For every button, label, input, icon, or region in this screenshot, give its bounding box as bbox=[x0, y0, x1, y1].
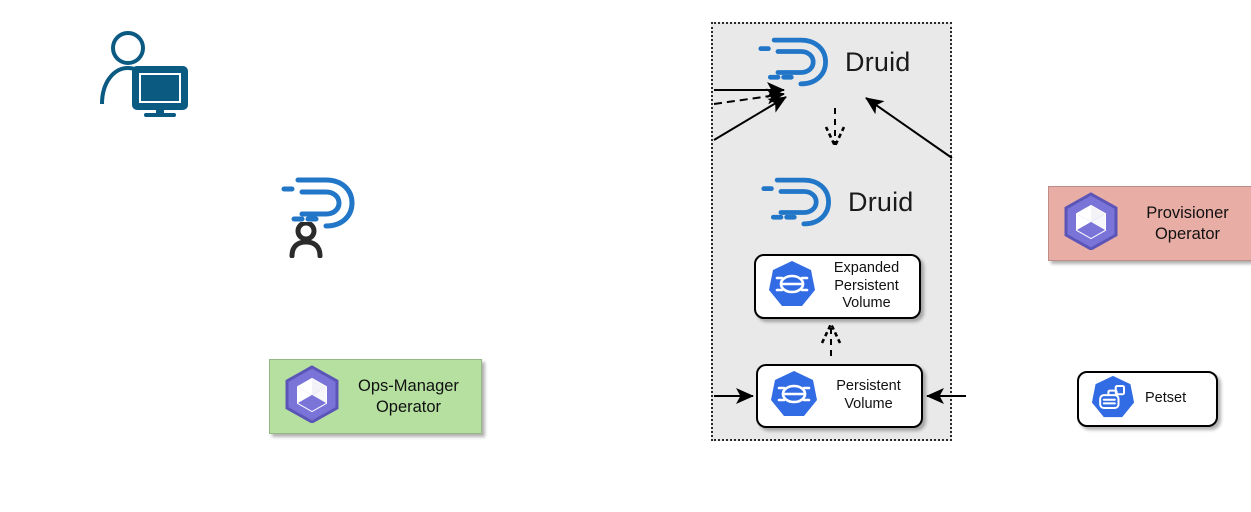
kubernetes-persistent-volume-icon bbox=[768, 260, 816, 313]
druid-logo-top: Druid bbox=[757, 32, 911, 92]
petset-box[interactable]: Petset bbox=[1077, 371, 1218, 427]
operator-cube-icon bbox=[1063, 192, 1119, 255]
kubernetes-persistent-volume-icon bbox=[770, 370, 818, 423]
kubernetes-petset-icon bbox=[1091, 375, 1135, 424]
druid-swoosh-icon bbox=[758, 37, 828, 87]
operator-cube-icon bbox=[284, 365, 340, 428]
druid-label-middle: Druid bbox=[848, 186, 914, 217]
petset-label: Petset bbox=[1145, 390, 1187, 407]
expanded-persistent-volume-label: Expanded Persistent Volume bbox=[833, 259, 900, 312]
druid-logo-middle: Druid bbox=[760, 172, 914, 232]
druid-label-top: Druid bbox=[845, 46, 911, 77]
person-icon bbox=[289, 220, 323, 259]
ops-manager-operator-label: Ops-Manager Operator bbox=[358, 376, 459, 416]
provisioner-operator-chip[interactable]: Provisioner Operator bbox=[1048, 186, 1251, 261]
ops-manager-operator-chip[interactable]: Ops-Manager Operator bbox=[269, 359, 482, 434]
druid-logo-left bbox=[280, 172, 364, 234]
druid-swoosh-icon bbox=[761, 177, 831, 227]
druid-swoosh-icon bbox=[281, 177, 355, 229]
expanded-persistent-volume-box[interactable]: Expanded Persistent Volume bbox=[754, 254, 921, 319]
user-at-computer-icon bbox=[96, 30, 192, 122]
provisioner-operator-label: Provisioner Operator bbox=[1146, 203, 1229, 243]
persistent-volume-box[interactable]: Persistent Volume bbox=[756, 364, 923, 428]
persistent-volume-label: Persistent Volume bbox=[836, 378, 901, 412]
